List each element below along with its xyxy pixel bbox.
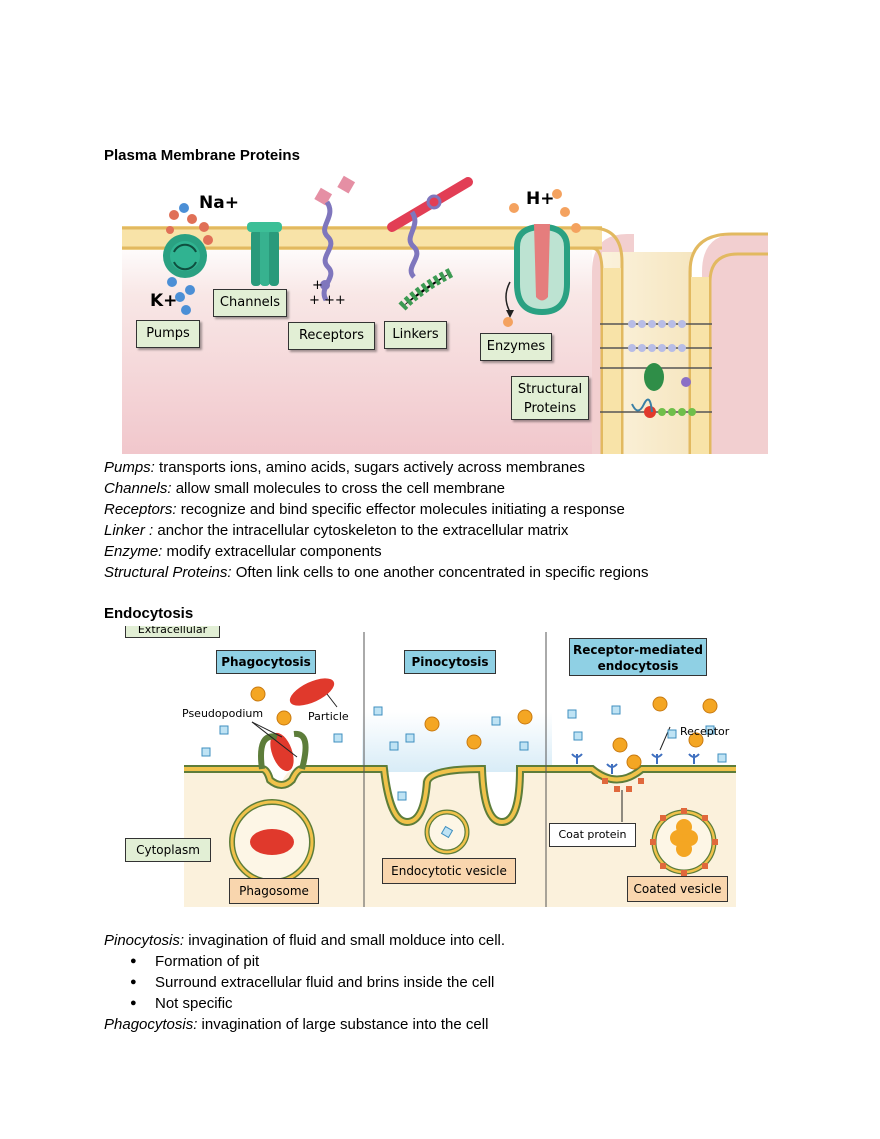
- label-receptor-mediated-line2: endocytosis: [597, 659, 679, 673]
- pinocytosis-bullet-list: Formation of pit Surround extracellular …: [130, 951, 494, 1014]
- definition-text: allow small molecules to cross the cell …: [171, 480, 506, 497]
- bullet-item: Surround extracellular fluid and brins i…: [130, 972, 494, 993]
- receptor-charge-label: + ++: [309, 293, 346, 308]
- definition-text: anchor the intracellular cytoskeleton to…: [153, 522, 569, 539]
- definition-linker: Linker : anchor the intracellular cytosk…: [104, 520, 648, 541]
- label-na-ion: Na+: [199, 193, 239, 213]
- definition-pumps: Pumps: transports ions, amino acids, sug…: [104, 457, 648, 478]
- term: Enzyme:: [104, 543, 163, 560]
- ion-particles: [166, 203, 213, 315]
- label-receptor-mediated: Receptor-mediated endocytosis: [569, 638, 707, 676]
- pinocytosis-definition: Pinocytosis: invagination of fluid and s…: [104, 930, 505, 951]
- definition-structural: Structural Proteins: Often link cells to…: [104, 562, 648, 583]
- term: Pinocytosis:: [104, 932, 185, 949]
- label-phagocytosis: Phagocytosis: [216, 650, 316, 674]
- definition-text: Often link cells to one another concentr…: [231, 564, 649, 581]
- term: Structural Proteins:: [104, 564, 232, 581]
- definition-text: recognize and bind specific effector mol…: [176, 501, 625, 518]
- definition-text: invagination of large substance into the…: [197, 1016, 489, 1033]
- label-coat-protein: Coat protein: [549, 823, 636, 847]
- label-receptor: Receptor: [680, 725, 730, 738]
- label-extracellular: Extracellular: [125, 626, 220, 638]
- label-receptor-mediated-line1: Receptor-mediated: [572, 643, 703, 657]
- definition-enzyme: Enzyme: modify extracellular components: [104, 541, 648, 562]
- label-enzymes: Enzymes: [480, 333, 552, 361]
- definition-text: transports ions, amino acids, sugars act…: [154, 459, 586, 476]
- label-cytoplasm: Cytoplasm: [125, 838, 211, 862]
- label-particle: Particle: [308, 710, 349, 723]
- label-channels: Channels: [213, 289, 287, 317]
- label-k-ion: K+: [150, 291, 178, 311]
- term: Receptors:: [104, 501, 177, 518]
- label-receptors: Receptors: [288, 322, 375, 350]
- label-pumps: Pumps: [136, 320, 200, 348]
- definition-text: modify extracellular components: [162, 543, 382, 560]
- enzyme-protein: [503, 189, 581, 327]
- section-title-membrane-proteins: Plasma Membrane Proteins: [104, 147, 300, 164]
- label-pseudopodium: Pseudopodium: [182, 707, 264, 720]
- label-h-ion: H+: [526, 189, 555, 209]
- structural-proteins: [600, 320, 712, 418]
- protein-definitions: Pumps: transports ions, amino acids, sug…: [104, 457, 648, 583]
- term: Phagocytosis:: [104, 1016, 198, 1033]
- label-pinocytosis: Pinocytosis: [404, 650, 496, 674]
- channel-protein: [247, 222, 282, 286]
- pump-protein: [163, 234, 207, 278]
- definition-receptors: Receptors: recognize and bind specific e…: [104, 499, 648, 520]
- label-coated-vesicle: Coated vesicle: [627, 876, 728, 902]
- receptor-plus-signs: +: [312, 278, 323, 293]
- label-structural-proteins: Structural Proteins: [511, 376, 589, 420]
- definition-channels: Channels: allow small molecules to cross…: [104, 478, 648, 499]
- bullet-item: Not specific: [130, 993, 494, 1014]
- label-phagosome: Phagosome: [229, 878, 319, 904]
- label-linkers: Linkers: [384, 321, 447, 349]
- term: Pumps:: [104, 459, 155, 476]
- phagocytosis-definition: Phagocytosis: invagination of large subs…: [104, 1014, 488, 1035]
- label-structural-line2: Proteins: [523, 401, 577, 416]
- linker-protein: [387, 177, 473, 311]
- bullet-item: Formation of pit: [130, 951, 494, 972]
- label-endocytotic-vesicle: Endocytotic vesicle: [382, 858, 516, 884]
- label-structural-line1: Structural: [517, 382, 583, 397]
- section-title-endocytosis: Endocytosis: [104, 605, 198, 622]
- term: Linker :: [104, 522, 154, 539]
- term: Channels:: [104, 480, 172, 497]
- definition-text: invagination of fluid and small molduce …: [184, 932, 506, 949]
- receptor-protein: [314, 175, 356, 302]
